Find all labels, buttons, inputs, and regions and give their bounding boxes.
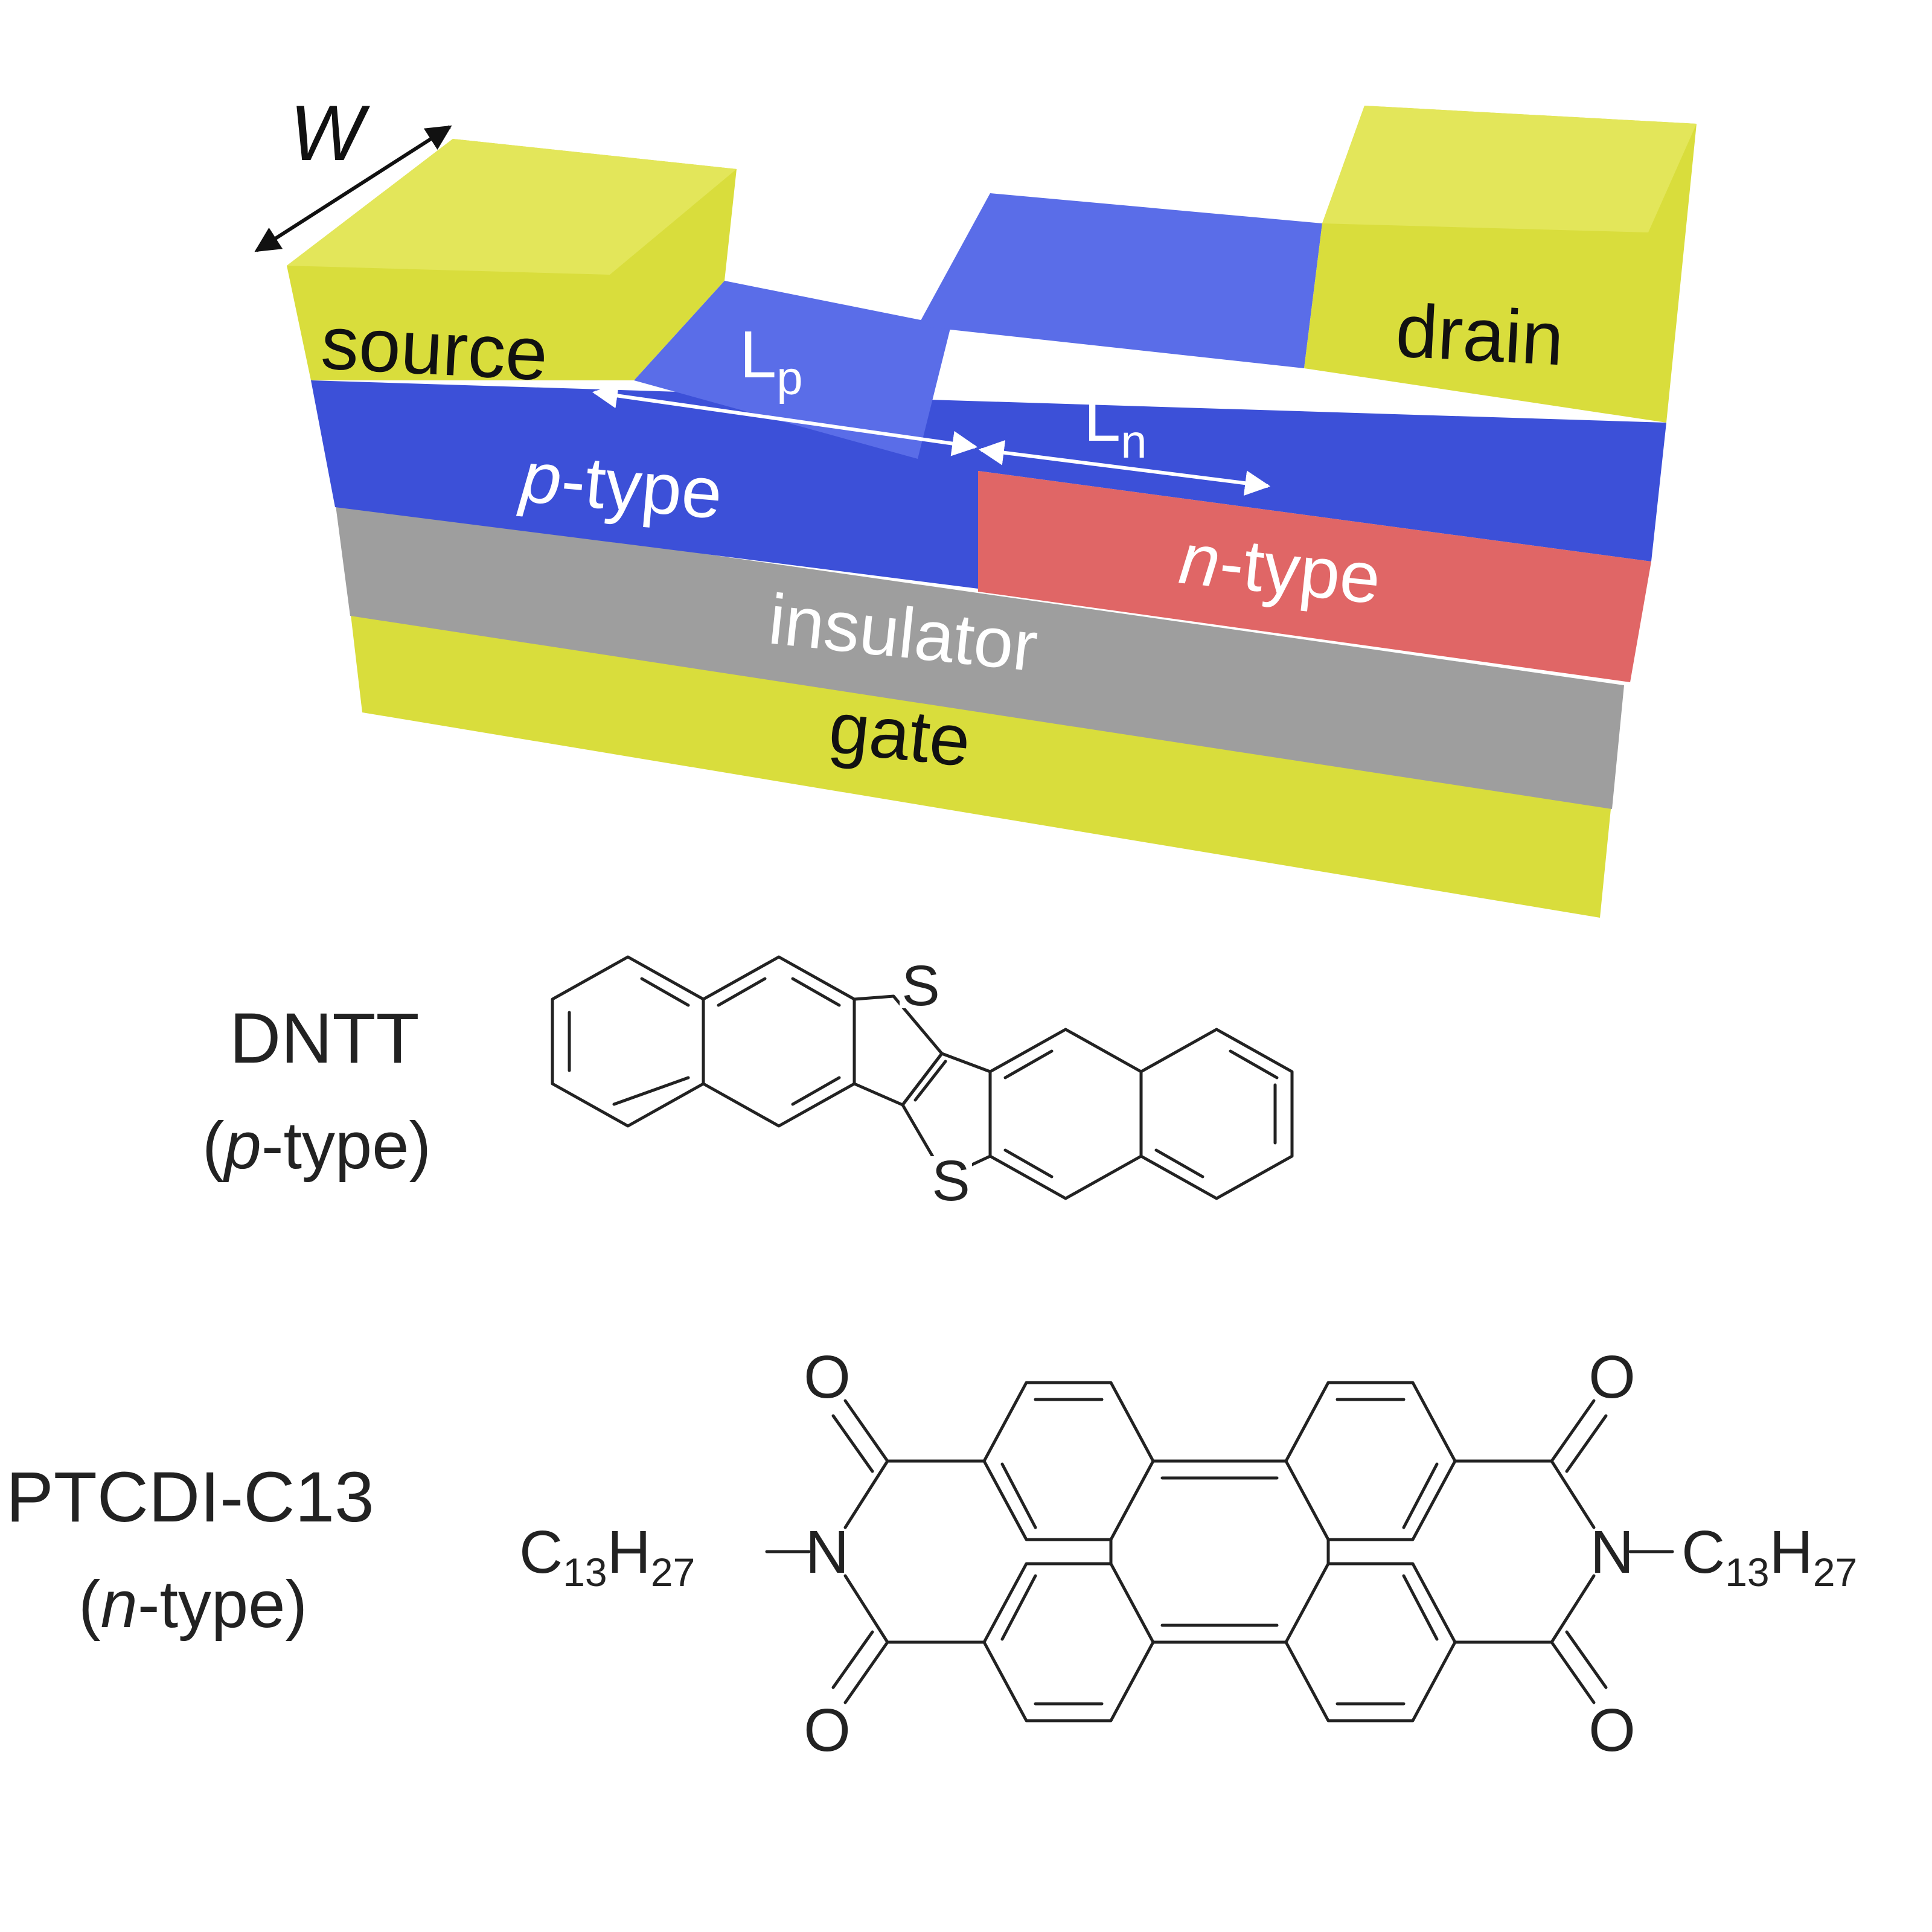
ptcdi-co-bottom-left-double	[831, 1630, 874, 1689]
ptcdi-section: PTCDI-C13 (n-type)	[6, 1343, 1857, 1764]
ptcdi-sub-right-h: H	[1770, 1518, 1813, 1586]
dntt-ring-b-double-2	[791, 977, 841, 1007]
dntt-central-bond	[901, 1052, 944, 1107]
device-schematic: W Lp Ln source drain p-type n-type insul…	[254, 89, 1697, 918]
gate-layer	[350, 610, 1612, 918]
n-type-layer	[978, 471, 1651, 682]
ptcdi-type-label: (n-type)	[78, 1567, 307, 1642]
ptcdi-co-bottom-left	[843, 1640, 889, 1704]
ptcdi-double-5	[1000, 1462, 1037, 1529]
ptcdi-nitrogen-right: N	[1590, 1518, 1634, 1586]
dntt-structure: S S	[551, 954, 1294, 1213]
n-type-label-rest: -type	[1216, 522, 1384, 619]
lp-label: Lp	[740, 318, 803, 405]
dntt-ring-b-double-3	[791, 1076, 841, 1106]
ptcdi-oxygen-top-left: O	[804, 1343, 851, 1411]
ptcdi-sub-right-c: C	[1681, 1518, 1725, 1586]
width-label: W	[290, 89, 370, 177]
dntt-ring-b	[702, 955, 856, 1128]
ptcdi-co-top-right	[1550, 1399, 1596, 1463]
p-type-label-italic: p	[516, 436, 565, 520]
dntt-type-label: (p-type)	[202, 1108, 431, 1183]
ln-label-sub: n	[1121, 415, 1147, 468]
ptcdi-co-bottom-right-double	[1565, 1630, 1608, 1689]
dntt-name: DNTT	[229, 999, 420, 1078]
ptcdi-ring-top-right	[1284, 1381, 1457, 1541]
ptcdi-substituent-right: C13H27	[1681, 1518, 1857, 1595]
ptcdi-sub-right-h-sub: 27	[1813, 1550, 1857, 1595]
ptcdi-ring-top-left	[982, 1381, 1155, 1541]
dntt-s1-mask	[900, 960, 942, 1008]
ptcdi-structure: O O O O N N C13H27 C13H27	[519, 1343, 1857, 1764]
ptcdi-imide-right	[1453, 1459, 1596, 1529]
p-type-label-rest: -type	[558, 440, 725, 534]
dntt-type-italic: p	[223, 1108, 261, 1183]
ptcdi-co-top-left-double	[831, 1414, 874, 1473]
ptcdi-sub-left-h: H	[607, 1518, 651, 1586]
ptcdi-ring-bottom-left	[982, 1562, 1155, 1722]
ptcdi-imide-right-bottom	[1453, 1574, 1596, 1644]
dntt-type-open: (	[202, 1108, 225, 1183]
ptcdi-imide-left	[843, 1459, 986, 1529]
ptcdi-type-italic: n	[101, 1567, 138, 1642]
ln-label: Ln	[1084, 381, 1147, 468]
p-type-step-right	[918, 193, 1322, 368]
gate-label: gate	[825, 687, 974, 782]
ptcdi-oxygen-bottom-right: O	[1588, 1697, 1636, 1764]
ptcdi-co-top-right-double	[1565, 1414, 1608, 1473]
ptcdi-type-open: (	[78, 1567, 101, 1642]
ptcdi-sub-left-c: C	[519, 1518, 563, 1586]
ptcdi-imide-left-bottom	[843, 1574, 986, 1644]
dntt-ring-c-double-2	[1003, 1148, 1054, 1179]
dntt-ring-c	[988, 1028, 1143, 1200]
ptcdi-oxygen-bottom-left: O	[804, 1697, 851, 1764]
n-type-label-italic: n	[1176, 518, 1224, 603]
source-label: source	[319, 301, 550, 396]
p-type-label: p-type	[516, 436, 726, 534]
dntt-ring-a-double-1	[640, 977, 690, 1007]
ptcdi-oxygen-top-right: O	[1588, 1343, 1636, 1411]
ptcdi-ring-bottom-right	[1284, 1562, 1457, 1722]
drain-electrode-top	[1322, 106, 1697, 232]
ln-arrow	[978, 440, 1271, 496]
dntt-s2-mask	[930, 1156, 972, 1204]
lp-label-sub: p	[776, 351, 802, 405]
ptcdi-name: PTCDI-C13	[6, 1457, 374, 1537]
ptcdi-type-rest: -type)	[138, 1567, 307, 1642]
ptcdi-double-8	[1402, 1574, 1439, 1641]
ptcdi-co-top-left	[843, 1399, 889, 1463]
ln-label-main: L	[1084, 381, 1121, 455]
ptcdi-sub-right-c-sub: 13	[1725, 1550, 1769, 1595]
ptcdi-substituent-left: C13H27	[519, 1518, 695, 1595]
dntt-ring-c-double-1	[1003, 1049, 1054, 1080]
dntt-type-rest: -type)	[261, 1108, 431, 1183]
dntt-sulfur-bottom: S	[932, 1149, 970, 1213]
ptcdi-sub-left-c-sub: 13	[563, 1550, 607, 1595]
width-arrow	[254, 125, 452, 252]
ptcdi-nitrogen-left: N	[805, 1518, 849, 1586]
dntt-ring-d-double-1	[1229, 1049, 1279, 1080]
n-type-label: n-type	[1176, 518, 1384, 619]
drain-label: drain	[1394, 289, 1566, 381]
ptcdi-double-6	[1402, 1462, 1439, 1529]
ptcdi-double-7	[1000, 1574, 1037, 1641]
dntt-section: DNTT (p-type)	[202, 954, 1294, 1213]
dntt-ring-d	[1139, 1028, 1294, 1200]
dntt-central-bond-double	[913, 1060, 947, 1102]
ptcdi-sub-left-h-sub: 27	[651, 1550, 695, 1595]
dntt-ring-a-double-3	[612, 1076, 690, 1106]
lp-label-main: L	[740, 318, 776, 392]
lp-arrow	[592, 383, 978, 456]
dntt-ring-d-double-3	[1154, 1148, 1204, 1179]
ptcdi-co-bottom-right	[1550, 1640, 1596, 1704]
dntt-sulfur-top: S	[901, 954, 939, 1018]
insulator-layer	[335, 501, 1624, 809]
dntt-ring-b-double-1	[717, 977, 767, 1007]
